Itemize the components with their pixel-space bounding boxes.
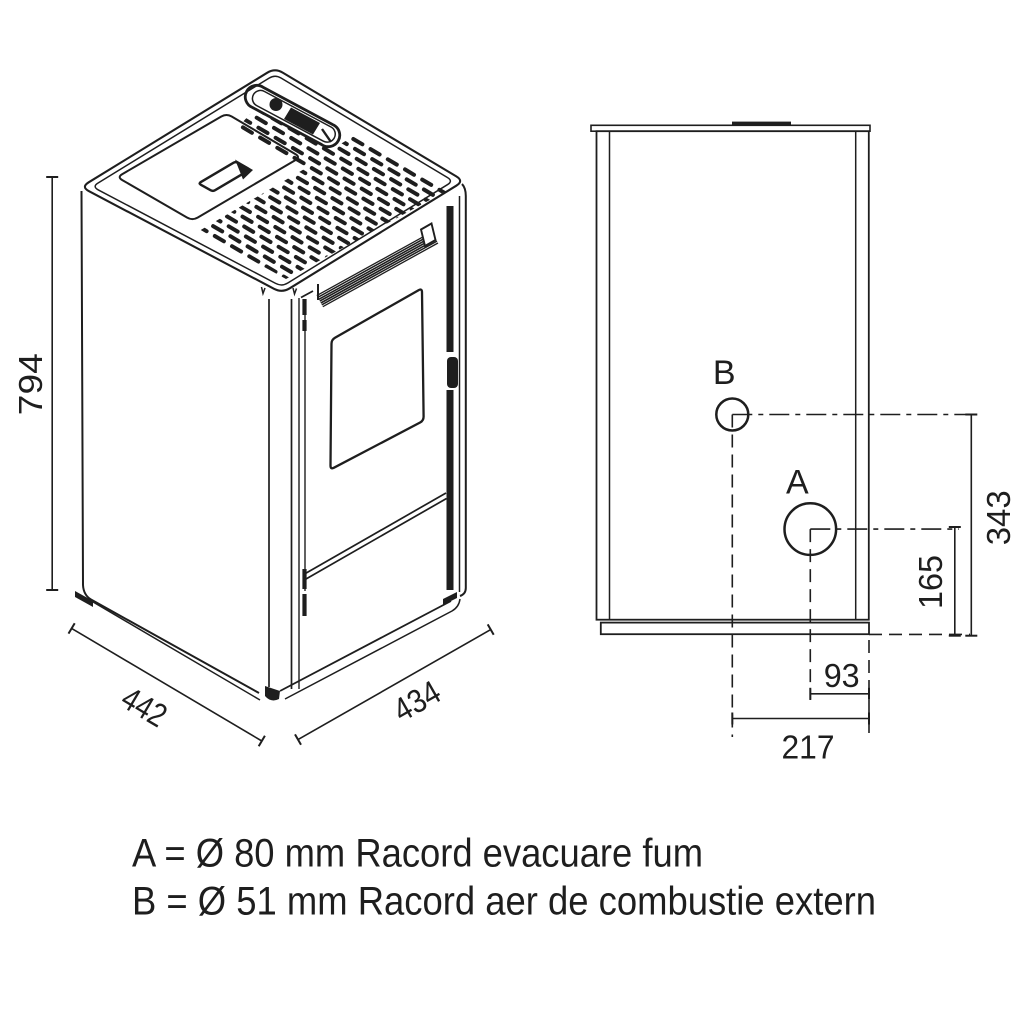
svg-text:343: 343 [980,490,1017,545]
svg-text:794: 794 [12,353,49,415]
svg-text:A = Ø 80 mm Racord evacuare fu: A = Ø 80 mm Racord evacuare fum [132,832,703,876]
svg-text:217: 217 [782,729,835,766]
svg-text:B: B [713,354,736,392]
svg-text:93: 93 [824,657,860,694]
svg-text:165: 165 [912,555,949,609]
svg-text:B = Ø 51 mm Racord aer de comb: B = Ø 51 mm Racord aer de combustie exte… [132,880,876,924]
svg-text:A: A [786,463,809,501]
